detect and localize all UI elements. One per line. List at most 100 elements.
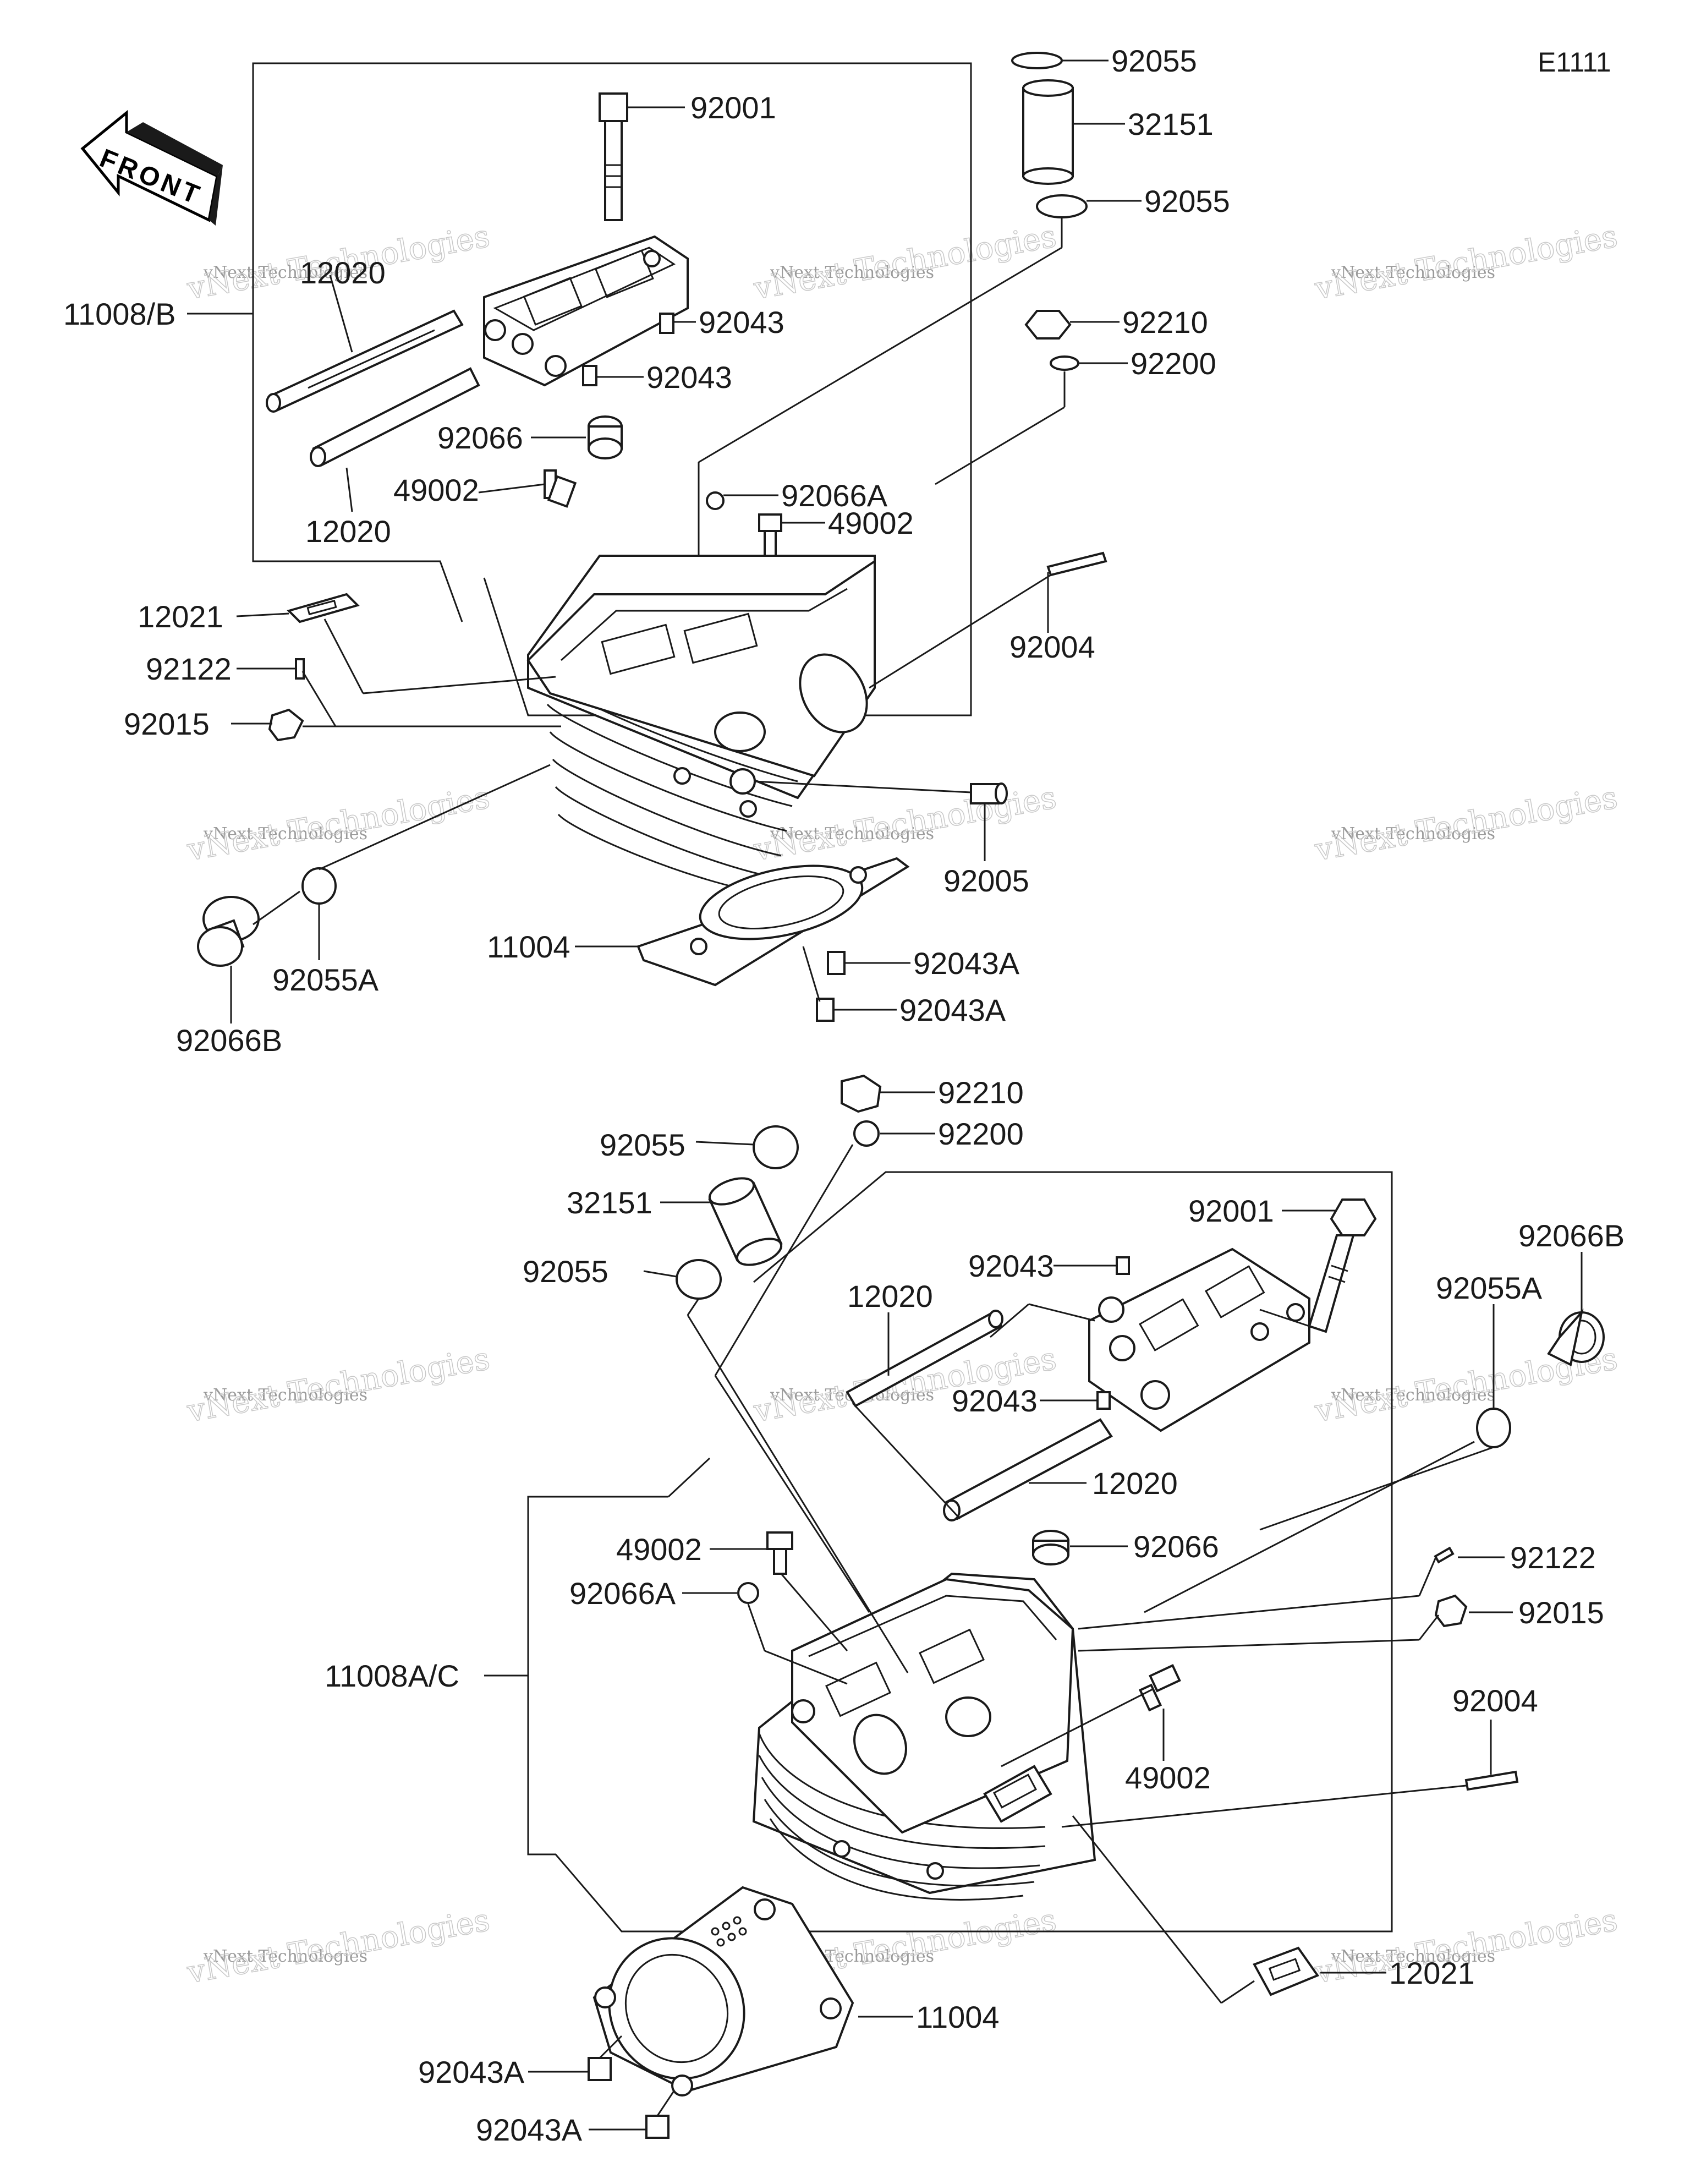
o-ring-92055 [676, 1259, 722, 1300]
label-92015: 92015 [1518, 1595, 1604, 1630]
dowel-92043 [1116, 1256, 1130, 1275]
label-12020: 12020 [847, 1279, 933, 1313]
label-92200: 92200 [1131, 346, 1216, 381]
label-92066: 92066 [437, 420, 523, 455]
valve-49002 [1138, 1664, 1181, 1712]
diagram-code: E1111 [1538, 47, 1611, 78]
label-12020: 12020 [300, 255, 386, 290]
label-49002: 49002 [828, 506, 914, 540]
cap-92066B [1547, 1309, 1605, 1366]
label-92066A: 92066A [569, 1576, 676, 1611]
valve-49002 [766, 1531, 793, 1575]
valve-49002 [758, 513, 782, 560]
label-92122: 92122 [1510, 1540, 1596, 1575]
gasket-12021 [1253, 1946, 1320, 1996]
svg-text:vNext Technologies: vNext Technologies [203, 263, 367, 282]
nut-92015 [268, 708, 304, 742]
svg-text:vNext Technologies: vNext Technologies [770, 263, 934, 282]
rocker-shaft-lower [310, 367, 480, 467]
label-12021: 12021 [1389, 1956, 1475, 1990]
label-92066B: 92066B [176, 1023, 282, 1058]
valve-49002 [544, 469, 577, 508]
tube-32151 [1022, 79, 1074, 185]
nut-92210 [1024, 310, 1072, 340]
washer-92200 [853, 1120, 880, 1147]
label-92122: 92122 [146, 652, 232, 686]
dowel-92043A [588, 2057, 612, 2081]
dowel-92043 [1096, 1391, 1111, 1410]
label-92001: 92001 [1188, 1194, 1274, 1228]
washer-92200 [1050, 355, 1079, 371]
label-32151: 32151 [567, 1185, 652, 1220]
plug-92066A [706, 491, 725, 510]
label-92066: 92066 [1133, 1529, 1219, 1564]
rocker-holder [483, 235, 689, 387]
label-92043: 92043 [699, 305, 784, 340]
label-92015: 92015 [124, 707, 210, 741]
label-12020: 12020 [305, 514, 391, 549]
cylinder-head-upper [526, 555, 876, 895]
tube-32151 [708, 1177, 783, 1266]
svg-text:vNext Technologies: vNext Technologies [1331, 824, 1495, 844]
cylinder-head-lower [752, 1572, 1096, 1901]
dowel-92043A [827, 951, 846, 975]
stud-92004 [1046, 551, 1107, 577]
dowel-92043A [645, 2115, 670, 2139]
label-92004: 92004 [1452, 1683, 1538, 1718]
o-ring-92055 [753, 1125, 799, 1169]
o-ring-92055A [1476, 1408, 1511, 1448]
label-92043A: 92043A [418, 2055, 525, 2089]
label-11004: 11004 [916, 2000, 1000, 2034]
cap-92066B [197, 896, 260, 967]
label-92066B: 92066B [1518, 1218, 1625, 1253]
dowel-92043 [659, 313, 674, 334]
label-49002: 49002 [393, 473, 479, 507]
plug-92066 [588, 415, 623, 459]
svg-text:vNext Technologies: vNext Technologies [1331, 1386, 1495, 1405]
front-arrow-icon: FRONT [80, 110, 223, 226]
o-ring-92055A [301, 867, 337, 905]
label-92200: 92200 [938, 1116, 1024, 1151]
label-11008-b: 11008/B [63, 297, 175, 331]
svg-text:vNext Technologies: vNext Technologies [770, 824, 934, 844]
label-92043A: 92043A [899, 993, 1006, 1027]
label-92004: 92004 [1009, 630, 1095, 664]
label-92043: 92043 [952, 1383, 1038, 1418]
upper-labels: 92055 92001 32151 92055 12020 11008/B 92… [63, 43, 1230, 1058]
label-32151: 32151 [1128, 107, 1214, 141]
label-12020: 12020 [1092, 1466, 1178, 1501]
label-49002: 49002 [616, 1532, 702, 1567]
label-92043A: 92043A [476, 2112, 583, 2147]
label-92066A: 92066A [781, 478, 888, 513]
plug-92066 [1032, 1530, 1069, 1566]
label-11004: 11004 [487, 929, 570, 964]
label-92210: 92210 [938, 1075, 1024, 1110]
label-92210: 92210 [1122, 305, 1208, 340]
gasket-12021 [287, 593, 360, 623]
label-92043: 92043 [968, 1249, 1054, 1283]
svg-text:vNext Technologies: vNext Technologies [203, 1386, 367, 1405]
dowel-92043 [582, 365, 597, 386]
nut-92015 [1434, 1594, 1468, 1628]
rocker-shaft-lower [943, 1418, 1113, 1521]
svg-text:vNext Technologies: vNext Technologies [203, 1947, 367, 1966]
pin-92122 [295, 658, 305, 680]
lower-labels: 92210 92200 92055 32151 92001 92066B 920… [325, 1075, 1625, 2147]
label-92005: 92005 [943, 863, 1029, 898]
svg-text:vNext Technologies: vNext Technologies [203, 824, 367, 844]
head-gasket-lower [592, 1886, 854, 2097]
label-92055A: 92055A [1436, 1271, 1543, 1305]
o-ring-92055 [1011, 52, 1063, 69]
rocker-shaft-upper [266, 309, 464, 413]
pin-92122 [1434, 1546, 1455, 1564]
label-12021: 12021 [138, 599, 223, 634]
bolt-92001 [1308, 1198, 1377, 1333]
label-92055: 92055 [600, 1127, 685, 1162]
label-92001: 92001 [690, 90, 776, 125]
dowel-92043A [816, 998, 835, 1022]
